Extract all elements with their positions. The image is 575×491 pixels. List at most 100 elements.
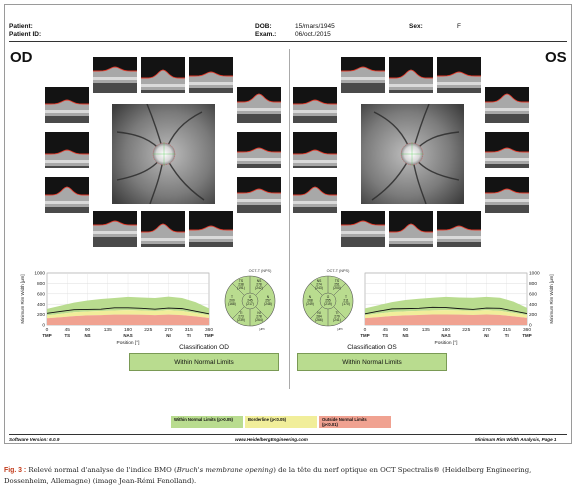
bscan-image (485, 188, 529, 213)
bscan-os-5[interactable] (485, 87, 529, 123)
sector-G-text: G (249, 295, 252, 299)
bscan-os-11[interactable] (389, 211, 433, 247)
bscan-od-8[interactable] (45, 177, 89, 213)
dob-value: 15/mars/1945 (295, 23, 335, 30)
legend-outside-normal: Outside Normal Limits (p<0.01) (319, 416, 391, 428)
sex-value: F (457, 23, 461, 30)
bscan-od-6[interactable] (45, 132, 89, 168)
bscan-os-3[interactable] (437, 57, 481, 93)
bscan-os-7[interactable] (485, 132, 529, 168)
band-borderline (47, 310, 209, 319)
eye-label-os: OS (545, 49, 567, 66)
x-tick-label: 90 (85, 327, 91, 333)
x-tick-label: 135 (422, 327, 430, 333)
x-tick-label: 270 (482, 327, 490, 333)
sector-TI-text: (239) (237, 318, 245, 322)
classification-od: Within Normal Limits (129, 353, 279, 371)
bscan-os-12[interactable] (437, 211, 481, 247)
x-tick-label: 45 (65, 327, 71, 333)
page-title: Minimum Rim Width Analysis, Page 1 (475, 437, 557, 442)
bscan-od-2[interactable] (141, 57, 185, 93)
bscan-os-10[interactable] (341, 211, 385, 247)
bscan-os-1[interactable] (341, 57, 385, 93)
y-tick-label: 200 (37, 312, 45, 318)
bscan-od-10[interactable] (93, 211, 137, 247)
sector-T-text: 211 (343, 299, 348, 303)
sector-NS-text: NS (317, 279, 322, 283)
y-tick-label: 600 (37, 291, 45, 297)
series-measured (46, 307, 210, 315)
bscan-image (141, 69, 185, 93)
sector-TS-text: 251 (334, 283, 340, 287)
sector-NS-text: (243) (315, 286, 323, 290)
x-tick-label: 315 (503, 327, 511, 333)
sector-TS-text: 238 (238, 283, 244, 287)
website-link[interactable]: www.HeidelbergEngineering.com (235, 437, 308, 442)
bscan-od-12[interactable] (189, 211, 233, 247)
report-page: Patient: Patient ID: DOB: 15/mars/1945 E… (4, 4, 572, 444)
sector-G-text: 245 (247, 299, 253, 303)
sector-TS-text: TS (239, 279, 244, 283)
sector-G-text: (219) (324, 302, 332, 306)
circle-inner (241, 292, 259, 310)
y-tick-label: 400 (529, 302, 537, 308)
bscan-image (293, 186, 337, 213)
bscan-image (45, 186, 89, 213)
sector-NI-text: (266) (315, 318, 323, 322)
sector-G-text: (217) (246, 302, 254, 306)
bscan-image (93, 66, 137, 93)
sector-T-text: (168) (228, 302, 236, 306)
bscan-image (437, 225, 481, 247)
sector-NS-text: NS (257, 279, 262, 283)
bscan-od-11[interactable] (141, 211, 185, 247)
legend-outside-line2: (p<0.01) (322, 421, 338, 427)
bscan-os-4[interactable] (293, 87, 337, 123)
bscan-os-9[interactable] (485, 177, 529, 213)
y-tick-label: 1000 (529, 271, 540, 277)
bscan-os-6[interactable] (293, 132, 337, 168)
x-tick-label: 270 (164, 327, 172, 333)
x-tick-label: 225 (462, 327, 470, 333)
bscan-image (437, 71, 481, 93)
region-label: NS (84, 333, 90, 338)
sector-circle-od: OCT-T (NPS)TS238(191)NS278(242)T200(168)… (224, 269, 276, 331)
patient-id-label: Patient ID: (9, 31, 42, 38)
region-label: TMP (42, 333, 51, 338)
region-label: TMP (522, 333, 531, 338)
bscan-od-9[interactable] (237, 177, 281, 213)
dob-label: DOB: (255, 23, 272, 30)
band-within-normal (47, 296, 209, 316)
y-tick-label: 800 (37, 281, 45, 287)
bscan-od-5[interactable] (237, 87, 281, 123)
x-tick-label: 0 (364, 327, 367, 333)
fundus-image-od[interactable] (112, 104, 215, 204)
fundus-image-os[interactable] (361, 104, 464, 204)
bscan-os-8[interactable] (293, 177, 337, 213)
bscan-od-7[interactable] (237, 132, 281, 168)
figure-label: Fig. 3 : (4, 467, 27, 474)
classification-title-od: Classification OD (179, 344, 229, 351)
sex-label: Sex: (409, 23, 423, 30)
legend-within-normal: Within Normal Limits (p>0.05) (171, 416, 243, 428)
exam-label: Exam.: (255, 31, 277, 38)
sector-TS-text: TS (335, 279, 340, 283)
bscan-od-3[interactable] (189, 57, 233, 93)
footer-divider (9, 434, 567, 435)
bscan-image (389, 223, 433, 247)
circle-unit: μm (259, 327, 264, 331)
bscan-od-4[interactable] (45, 87, 89, 123)
region-label: NS (402, 333, 408, 338)
bscan-os-2[interactable] (389, 57, 433, 93)
sector-NI-text: NI (317, 311, 320, 315)
circle-title: OCT-T (NPS) (327, 269, 350, 273)
y-tick-label: 800 (529, 281, 537, 287)
sector-NS-text: 278 (256, 283, 262, 287)
bscan-image (341, 220, 385, 247)
region-label: TMP (204, 333, 213, 338)
y-tick-label: 1000 (34, 271, 45, 277)
x-axis-label: Position [°] (117, 340, 140, 346)
bscan-od-1[interactable] (93, 57, 137, 93)
bscan-image (141, 223, 185, 247)
bscan-image (93, 220, 137, 247)
